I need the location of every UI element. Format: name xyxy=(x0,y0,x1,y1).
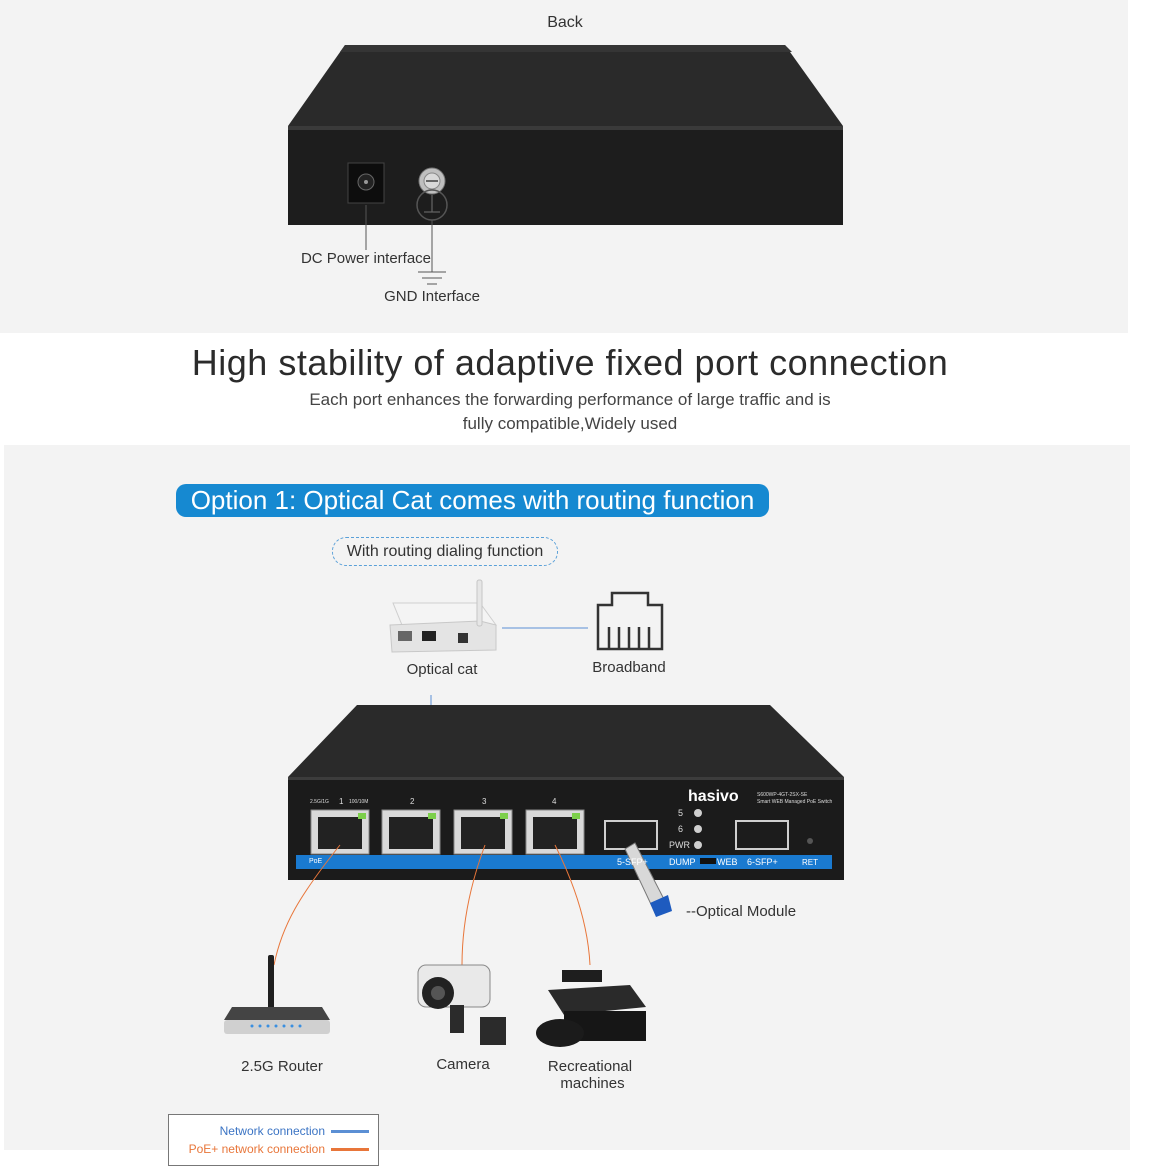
camera-icon xyxy=(417,964,506,1045)
port-label-3: 3 xyxy=(482,797,487,806)
legend-poe-label: PoE+ network connection xyxy=(188,1142,325,1156)
legend: Network connection PoE+ network connecti… xyxy=(168,1114,379,1166)
led-6-label: 6 xyxy=(678,824,684,834)
port-label-4: 4 xyxy=(552,797,557,806)
port-label-2: 2 xyxy=(410,797,415,806)
port-label-1: 1 xyxy=(339,797,344,806)
camera-label: Camera xyxy=(436,1056,490,1073)
broadband-label: Broadband xyxy=(592,659,666,676)
optical-cat-label: Optical cat xyxy=(406,661,478,678)
sfp6-label: 6-SFP+ xyxy=(747,857,778,867)
switch-front-illustration xyxy=(288,705,844,917)
legend-network-line xyxy=(331,1130,369,1134)
subtitle-line1: Each port enhances the forwarding perfor… xyxy=(309,390,831,409)
led-5-label: 5 xyxy=(678,808,684,818)
dump-label: DUMP xyxy=(669,857,696,867)
optical-module-label: --Optical Module xyxy=(686,903,797,920)
game-console-icon xyxy=(536,970,646,1047)
model-number: S600WP-4GT-2SX-SE xyxy=(757,792,808,798)
router-label: 2.5G Router xyxy=(241,1058,323,1075)
routing-note: With routing dialing function xyxy=(332,537,558,566)
page-title: High stability of adaptive fixed port co… xyxy=(191,342,949,383)
recreational-label-line1: Recreational xyxy=(547,1058,633,1075)
recreational-label-line2: machines xyxy=(560,1075,625,1092)
back-title: Back xyxy=(547,14,583,31)
legend-network: Network connection xyxy=(169,1124,369,1138)
port1-speed-b: 100/10M xyxy=(349,799,369,805)
sfp5-label: 5-SFP+ xyxy=(617,857,648,867)
broadband-icon xyxy=(596,591,664,651)
subtitle-line2: fully compatible,Widely used xyxy=(462,414,678,433)
poe-label: PoE xyxy=(309,858,323,865)
gnd-label: GND Interface xyxy=(384,288,480,305)
legend-poe: PoE+ network connection xyxy=(169,1142,369,1156)
dc-power-label: DC Power interface xyxy=(300,250,432,267)
web-label: WEB xyxy=(717,857,738,867)
router-icon xyxy=(224,955,330,1034)
option-title-badge: Option 1: Optical Cat comes with routing… xyxy=(176,484,769,517)
ret-label: RET xyxy=(802,858,818,867)
topology-diagram xyxy=(224,579,844,1047)
legend-network-label: Network connection xyxy=(219,1124,325,1138)
brand-logo: hasivo xyxy=(688,788,739,805)
model-description: Smart WEB Managed PoE Switch xyxy=(757,799,833,805)
switch-back-illustration xyxy=(288,45,843,285)
optical-cat-icon xyxy=(389,579,497,653)
pwr-label: PWR xyxy=(669,840,690,850)
port1-speed-a: 2.5G/1G xyxy=(310,799,329,805)
